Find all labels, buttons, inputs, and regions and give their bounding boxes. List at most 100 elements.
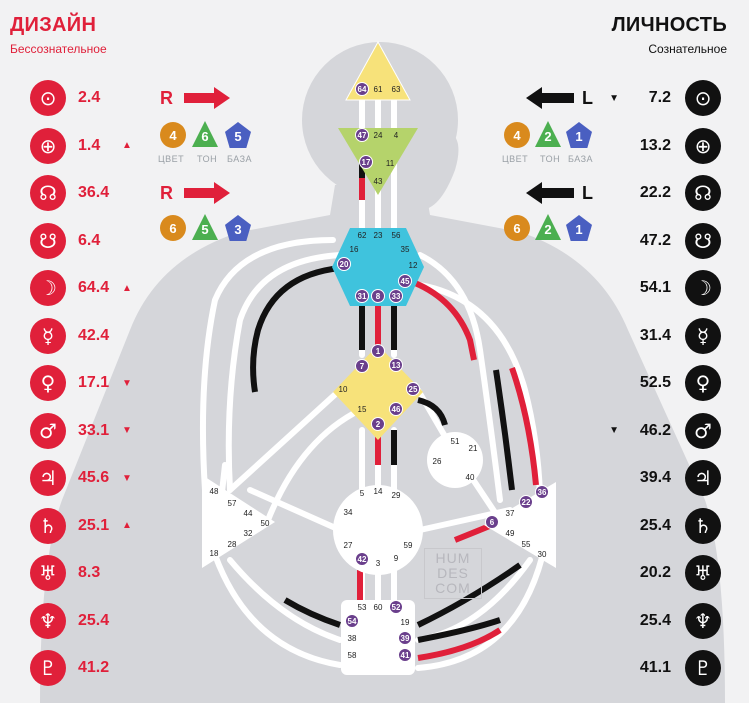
- gate-activation-dot: [406, 382, 420, 396]
- personality-planet-row: 47.2☋: [619, 219, 721, 263]
- gate-label: 30: [538, 550, 547, 559]
- gate-label: 16: [350, 245, 359, 254]
- gate-label: 20: [340, 260, 349, 269]
- personality-title: ЛИЧНОСТЬ: [611, 14, 727, 36]
- gate-label: 37: [506, 509, 515, 518]
- uranus-icon: ♅: [685, 555, 721, 591]
- activated-channels: [250, 150, 539, 661]
- uranus-icon: ♅: [30, 555, 66, 591]
- south-node-icon: ☋: [685, 222, 721, 259]
- saturn-icon: ♄: [30, 507, 66, 544]
- gate-label: 40: [466, 473, 475, 482]
- gate-label: 58: [348, 651, 357, 660]
- gate-label: 22: [522, 498, 531, 507]
- gate-label: 42: [358, 555, 367, 564]
- gate-label: 34: [344, 508, 353, 517]
- planet-value: 42.4: [78, 326, 110, 344]
- design-planet-row: ⊙2.4: [30, 76, 122, 120]
- gate-label: 24: [374, 131, 383, 140]
- gate-activation-dot: [345, 614, 359, 628]
- gate-label: 64: [358, 85, 367, 94]
- personality-subtitle: Сознательное: [648, 42, 727, 56]
- direction-arrow-icon: ▼: [609, 92, 619, 104]
- personality-planet-row: 22.2☊: [619, 171, 721, 215]
- gate-label: 8: [376, 292, 381, 301]
- gate-activation-dot: [355, 82, 369, 96]
- planet-value: 52.5: [639, 374, 671, 391]
- design-planet-row: ☿42.4: [30, 314, 122, 358]
- gate-activation-dot: [355, 359, 369, 373]
- gate-activation-dot: [371, 289, 385, 303]
- jupiter-icon: ♃: [685, 460, 721, 496]
- planet-value: 36.4: [78, 184, 110, 201]
- design-planet-row: ☋6.4: [30, 219, 122, 263]
- gate-label: 38: [348, 634, 357, 643]
- planet-value: 45.6: [78, 469, 110, 486]
- heart-center: [427, 432, 483, 488]
- gate-label: 15: [358, 405, 367, 414]
- gate-label: 62: [358, 231, 367, 240]
- variable-letter: L: [582, 183, 593, 203]
- root-center: [341, 600, 415, 675]
- gate-label: 55: [522, 540, 531, 549]
- arrow-right-icon: [184, 182, 230, 204]
- planet-value: 25.4: [78, 611, 110, 629]
- gate-activation-dot: [398, 274, 412, 288]
- design-planet-row: ♀17.1▼: [30, 361, 132, 405]
- gate-label: 53: [358, 603, 367, 612]
- design-planet-row: ☽64.4▲: [30, 266, 132, 310]
- design-planet-row: ♆25.4: [30, 599, 122, 643]
- personality-planet-row: 52.5♀: [619, 361, 721, 405]
- personality-planet-row: 25.4♆: [619, 599, 721, 643]
- personality-planet-row: 20.2♅: [619, 551, 721, 595]
- design-header: ДИЗАЙН Бессознательное: [10, 14, 107, 56]
- gate-label: 14: [374, 487, 383, 496]
- gate-label: 51: [451, 437, 460, 446]
- gate-label: 27: [344, 541, 353, 550]
- mercury-icon: ☿: [685, 317, 721, 354]
- color-badge: 6: [504, 215, 530, 241]
- gate-label: 18: [210, 549, 219, 558]
- ajna-center: [338, 128, 418, 195]
- planet-value: 25.4: [639, 611, 671, 629]
- gate-label: 21: [469, 444, 478, 453]
- earth-icon: ⊕: [685, 127, 721, 164]
- jupiter-icon: ♃: [30, 460, 66, 496]
- base-label: БАЗА: [568, 154, 594, 164]
- gate-label: 54: [348, 617, 357, 626]
- gate-activation-dot: [371, 417, 385, 431]
- personality-planet-row: ▼46.2♂: [609, 409, 721, 453]
- moon-icon: ☽: [685, 270, 721, 306]
- tone-label: ТОН: [540, 154, 561, 164]
- mars-icon: ♂: [30, 412, 66, 449]
- gate-activation-dot: [355, 289, 369, 303]
- gate-label: 3: [376, 559, 381, 568]
- color-label: ЦВЕТ: [158, 154, 185, 164]
- personality-planet-row: 54.1☽: [619, 266, 721, 310]
- gate-label: 36: [538, 488, 547, 497]
- design-planet-row: ☊ 36.4: [30, 171, 122, 215]
- gate-activation-dot: [519, 495, 533, 509]
- gate-label: 9: [394, 554, 399, 563]
- direction-arrow-icon: ▲: [122, 140, 132, 151]
- gate-activation-dot: [485, 515, 499, 529]
- sun-icon: ⊙: [685, 80, 721, 116]
- planet-value: 31.4: [639, 326, 671, 344]
- color-label: ЦВЕТ: [502, 154, 529, 164]
- direction-arrow-icon: ▼: [122, 472, 132, 484]
- pluto-icon: ♇: [685, 650, 721, 686]
- gate-label: 17: [362, 158, 371, 167]
- planet-value: 1.4: [78, 136, 101, 154]
- north-node-icon: ☊: [685, 175, 721, 211]
- personality-planet-row: 13.2⊕: [619, 124, 721, 168]
- personality-header: ЛИЧНОСТЬ Сознательное: [612, 14, 727, 56]
- gate-label: 49: [506, 529, 515, 538]
- planet-value: 7.2: [648, 89, 671, 106]
- earth-icon: ⊕: [30, 127, 66, 164]
- gate-activation-dot: [359, 155, 373, 169]
- color-badge: 4: [504, 122, 530, 148]
- gate-label: 10: [339, 385, 348, 394]
- north-node-icon: ☊: [30, 175, 66, 211]
- gate-label: 1: [376, 347, 381, 356]
